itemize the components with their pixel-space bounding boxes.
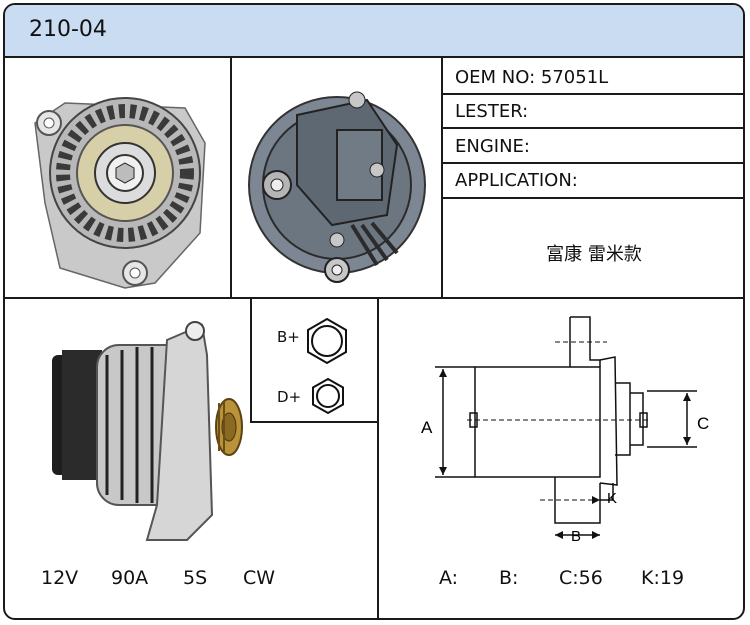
row-divider xyxy=(5,297,743,299)
oem-number: OEM NO: 57051L xyxy=(455,67,609,88)
engine-field: ENGINE: xyxy=(455,136,530,157)
dim-label-c: C xyxy=(697,414,709,433)
terminal-d-label: D+ xyxy=(277,388,302,406)
col-divider-3 xyxy=(377,297,379,618)
info-divider xyxy=(441,197,743,199)
application-field: APPLICATION: xyxy=(455,170,578,191)
dim-label-a: A xyxy=(421,418,433,437)
spec-rotation: CW xyxy=(243,567,276,589)
dim-label-b: B xyxy=(571,528,581,545)
col-divider-1 xyxy=(230,58,232,298)
title-bar: 210-04 xyxy=(5,5,743,58)
info-divider xyxy=(441,162,743,164)
alternator-rear-icon xyxy=(248,91,426,283)
spec-pulley: 5S xyxy=(183,567,208,589)
info-divider xyxy=(441,127,743,129)
dim-value-c: C:56 xyxy=(559,567,603,589)
application-value: 富康 雷米款 xyxy=(546,244,642,265)
alternator-side-icon xyxy=(52,321,243,541)
dim-value-b: B: xyxy=(499,567,519,589)
info-divider xyxy=(441,93,743,95)
terminal-b-label: B+ xyxy=(277,328,300,346)
spec-voltage: 12V xyxy=(41,567,79,589)
dim-label-k: K xyxy=(607,490,617,507)
part-number: 210-04 xyxy=(29,17,107,42)
terminal-d-hex-icon xyxy=(312,377,344,415)
dim-value-k: K:19 xyxy=(641,567,685,589)
lester-field: LESTER: xyxy=(455,101,529,122)
alternator-front-icon xyxy=(34,97,206,289)
col-divider-2 xyxy=(441,58,443,298)
dim-value-a: A: xyxy=(439,567,459,589)
spec-amperage: 90A xyxy=(111,567,149,589)
terminal-box-bottom xyxy=(250,421,379,423)
terminal-box-left xyxy=(250,297,252,423)
terminal-b-hex-icon xyxy=(307,317,347,365)
spec-sheet: 210-04 OEM NO: 57051L LESTER: ENGINE: AP… xyxy=(3,3,745,620)
dimension-drawing: A C K B xyxy=(421,316,709,545)
